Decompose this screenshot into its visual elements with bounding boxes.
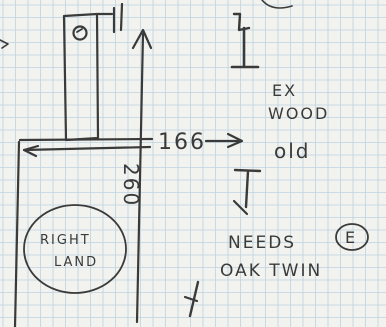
label-land: LAND — [54, 255, 98, 270]
t-mark-stem — [244, 169, 250, 209]
label-e: E — [345, 228, 357, 247]
label-oak-twin: OAK TWIN — [220, 261, 322, 281]
jamb-frame — [62, 12, 100, 142]
edge-mark — [0, 39, 9, 49]
upright-top — [232, 12, 251, 32]
t-mark-tail — [232, 199, 249, 216]
width-dimension-label: 166 — [158, 130, 206, 155]
hinge-mark — [72, 25, 88, 41]
corner-arc — [261, 0, 293, 9]
label-old: old — [274, 139, 311, 163]
right-land-circle — [23, 204, 127, 294]
width-arrow-head — [226, 132, 244, 149]
e-circle — [335, 223, 369, 251]
post-mark-b — [119, 2, 124, 32]
label-wood: WOOD — [268, 104, 329, 123]
height-arrow-head — [131, 28, 153, 50]
hinge-tick — [76, 28, 83, 33]
lower-mark-tick — [183, 295, 199, 303]
left-wall-line — [13, 140, 21, 327]
wall-base-line — [18, 137, 154, 142]
label-ex: EX — [272, 81, 297, 100]
label-needs: NEEDS — [228, 233, 296, 253]
height-dimension-line — [135, 32, 145, 324]
height-dimension-label: 260 — [119, 163, 143, 207]
label-right: RIGHT — [40, 233, 91, 248]
left-arrow-shaft — [22, 145, 152, 152]
